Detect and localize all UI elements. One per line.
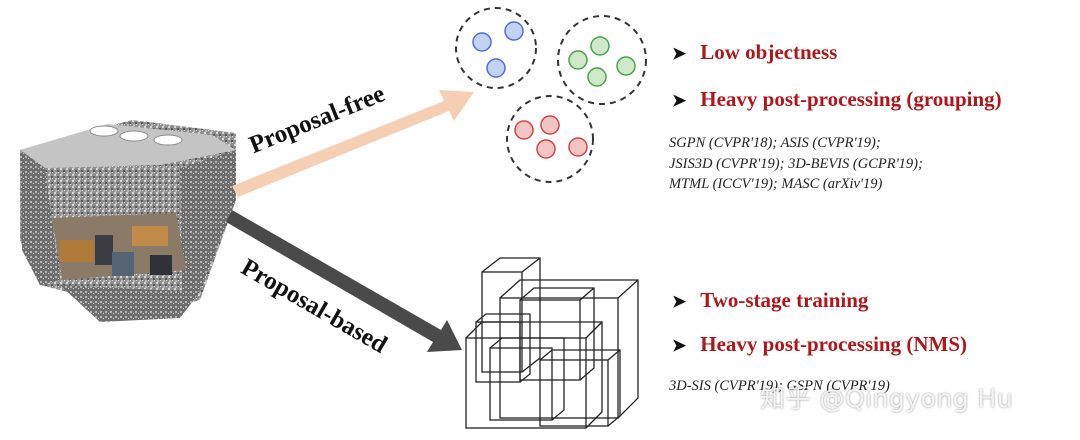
point-cloud-room-image [20, 120, 236, 322]
proposal-free-arrow [232, 90, 474, 197]
arrowhead-bullet-icon: ➤ [672, 292, 687, 311]
arrowhead-bullet-icon: ➤ [672, 91, 687, 110]
free-bullet-post-processing: ➤Heavy post-processing (grouping) [672, 87, 1002, 111]
based-bullet-two-stage: ➤Two-stage training [672, 288, 869, 312]
bounding-box-proposals [465, 257, 639, 429]
arrowhead-bullet-icon: ➤ [672, 44, 687, 63]
free-references: SGPN (CVPR'18); ASIS (CVPR'19); JSIS3D (… [669, 133, 923, 195]
cluster-green [557, 15, 647, 105]
reference-line: JSIS3D (CVPR'19); 3D-BEVIS (GCPR'19); [669, 155, 923, 172]
cluster-red [506, 95, 594, 183]
free-bullet-low-objectness: ➤Low objectness [672, 40, 838, 64]
arrowhead-bullet-icon: ➤ [672, 336, 687, 355]
reference-line: 3D-SIS (CVPR'19); GSPN (CVPR'19) [669, 378, 890, 394]
reference-line: SGPN (CVPR'18); ASIS (CVPR'19); [669, 135, 881, 151]
reference-line: MTML (ICCV'19); MASC (arXiv'19) [669, 176, 883, 192]
based-bullet-nms: ➤Heavy post-processing (NMS) [672, 332, 968, 356]
watermark: 知乎 @Qingyong Hu [760, 384, 1014, 413]
based-references: 3D-SIS (CVPR'19); GSPN (CVPR'19) [669, 376, 890, 397]
cluster-blue [455, 7, 537, 89]
proposal-based-arrow [226, 210, 462, 352]
